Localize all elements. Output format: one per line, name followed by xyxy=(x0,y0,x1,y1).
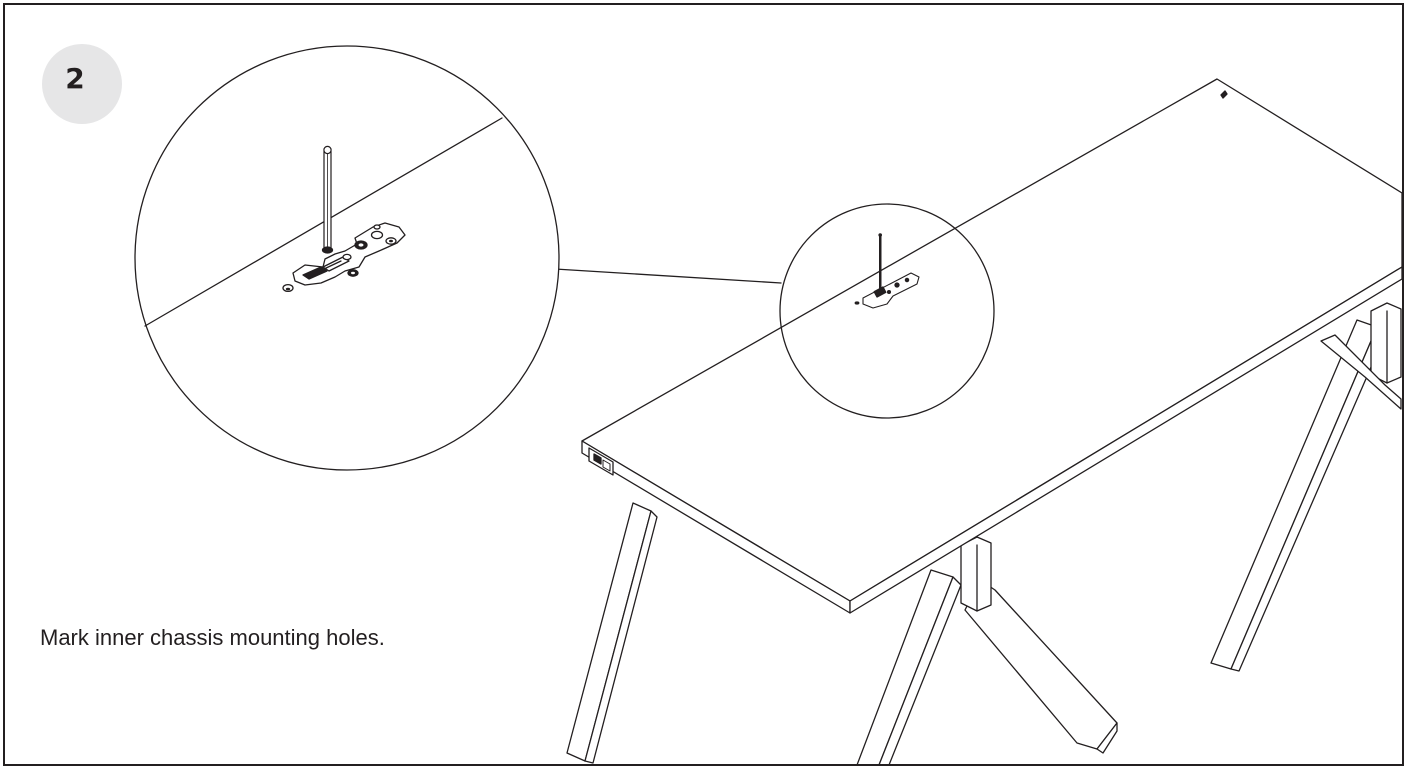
bracket-magnified xyxy=(282,222,406,293)
leg-rear-right-post xyxy=(1370,302,1402,384)
marking-pin-small xyxy=(879,235,882,289)
marking-pin-magnified xyxy=(321,145,334,254)
step-number-badge: 2 xyxy=(42,44,122,124)
leg-middle-post xyxy=(960,536,992,612)
tabletop xyxy=(581,78,1402,614)
instruction-panel: 2 Mark inner chassis mounting holes. xyxy=(3,3,1404,766)
bracket-small xyxy=(854,233,920,309)
callout-leader xyxy=(554,268,782,284)
step-number: 2 xyxy=(65,61,85,95)
leg-front-left xyxy=(566,502,652,762)
tabletop-right-edge xyxy=(849,266,1402,614)
assembly-illustration xyxy=(134,45,1402,764)
step-instruction-text: Mark inner chassis mounting holes. xyxy=(40,625,385,650)
leg-middle-front xyxy=(856,569,954,764)
far-corner-mark xyxy=(1220,90,1228,99)
callout-circle-small xyxy=(779,203,995,419)
desk-legs xyxy=(566,302,1402,764)
